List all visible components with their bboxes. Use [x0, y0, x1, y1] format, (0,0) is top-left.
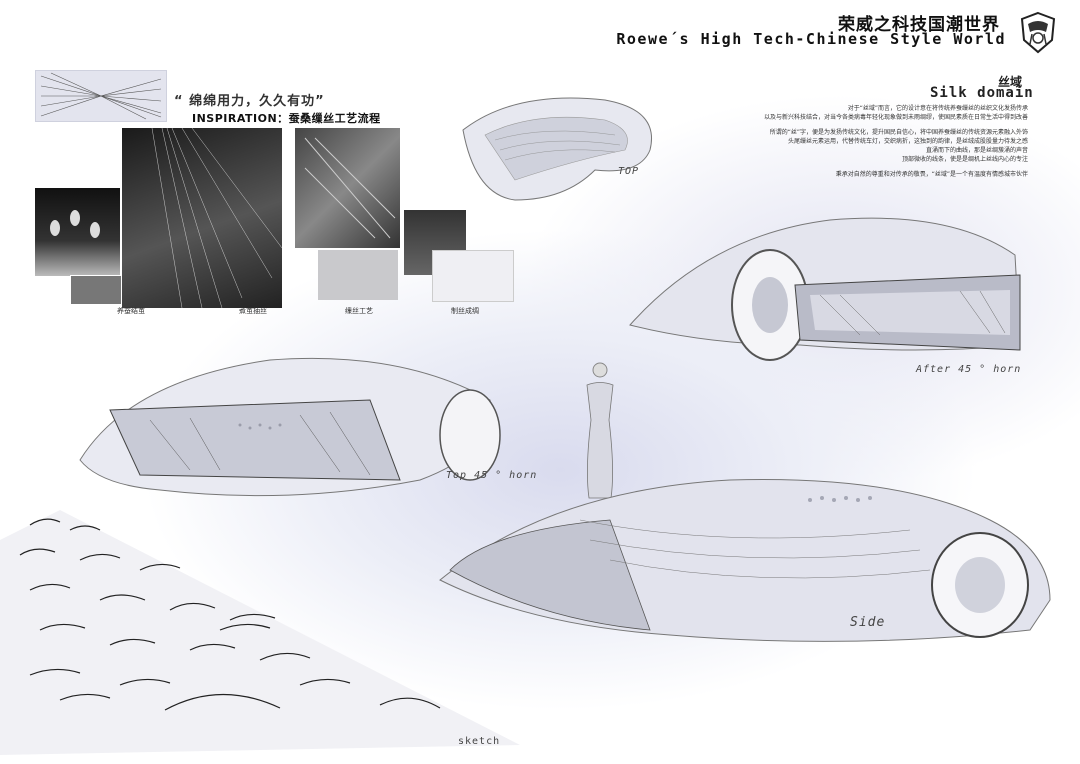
header-title-cn: 荣威之科技国潮世界: [838, 15, 1000, 35]
view-label-side: Side: [850, 615, 886, 630]
step-caption-2: 煮茧抽丝: [239, 307, 267, 315]
car-top45-view: [79, 357, 501, 497]
silk-thread-thumbnail: [35, 70, 167, 122]
reeling-sketch: [318, 250, 398, 300]
thread-reeling-photo: [122, 128, 282, 308]
mannequin-figure: [586, 362, 614, 499]
view-label-top45: Top 45 ° horn: [446, 470, 538, 481]
concept-paragraph-1: 对于“丝域”而言，它的设计意在将传统养蚕缫丝的丝织文化发扬传承: [847, 105, 1028, 112]
inspiration-quote: “ 绵绵用力，久久有功”: [174, 94, 325, 109]
silkworm-cocoon-photo: [35, 188, 120, 276]
concept-paragraph-6: 顶部微收的线条，使是是绸机上丝线内心的专注: [901, 156, 1028, 163]
step-caption-4: 制丝成绸: [451, 307, 479, 315]
concept-title-cn: 丝域: [998, 75, 1023, 89]
concept-paragraph-4: 头尾缫丝元素运用，代替传统车灯，交织病折，这独到的韵律，是丝绒成股股量力待发之感: [787, 138, 1028, 145]
sketch-area: [0, 510, 520, 755]
view-label-after45: After 45 ° horn: [916, 364, 1022, 375]
cocoon-boiling-photo: [70, 275, 122, 305]
step-caption-3: 缫丝工艺: [345, 307, 373, 315]
weaving-sketch: [432, 250, 514, 302]
car-after45-view: [629, 217, 1021, 361]
header-title-en: Roewe´s High Tech-Chinese Style World: [616, 30, 1006, 48]
concept-paragraph-5: 直涌而下的曲线，那是丝绸蔟涌的声音: [925, 147, 1028, 154]
car-side-view: [439, 479, 1051, 642]
concept-paragraph-7: 秉承对自然的尊重和对传承的敬畏，“丝域”是一个有温度有情感城市伙伴: [835, 171, 1028, 178]
loom-photo: [295, 128, 400, 248]
concept-paragraph-2: 以及与新兴科技结合，对当今各类病毒年轻化现象做到未雨绸缪，使国民素质在日常生活中…: [763, 114, 1028, 121]
view-label-sketch: sketch: [458, 736, 501, 747]
concept-title-en: Silk domain: [930, 85, 1034, 101]
roewe-logo-icon: [1020, 11, 1056, 54]
inspiration-heading: INSPIRATION：蚕桑缫丝工艺流程: [192, 112, 381, 125]
car-top-view: [462, 97, 652, 201]
concept-paragraph-3: 所谓的“丝”字，便是为发扬传统文化，提升国民自信心，将中国养蚕缫丝的传统资源元素…: [769, 129, 1028, 136]
view-label-top: TOP: [618, 166, 640, 177]
step-caption-1: 养蚕结茧: [117, 307, 145, 315]
